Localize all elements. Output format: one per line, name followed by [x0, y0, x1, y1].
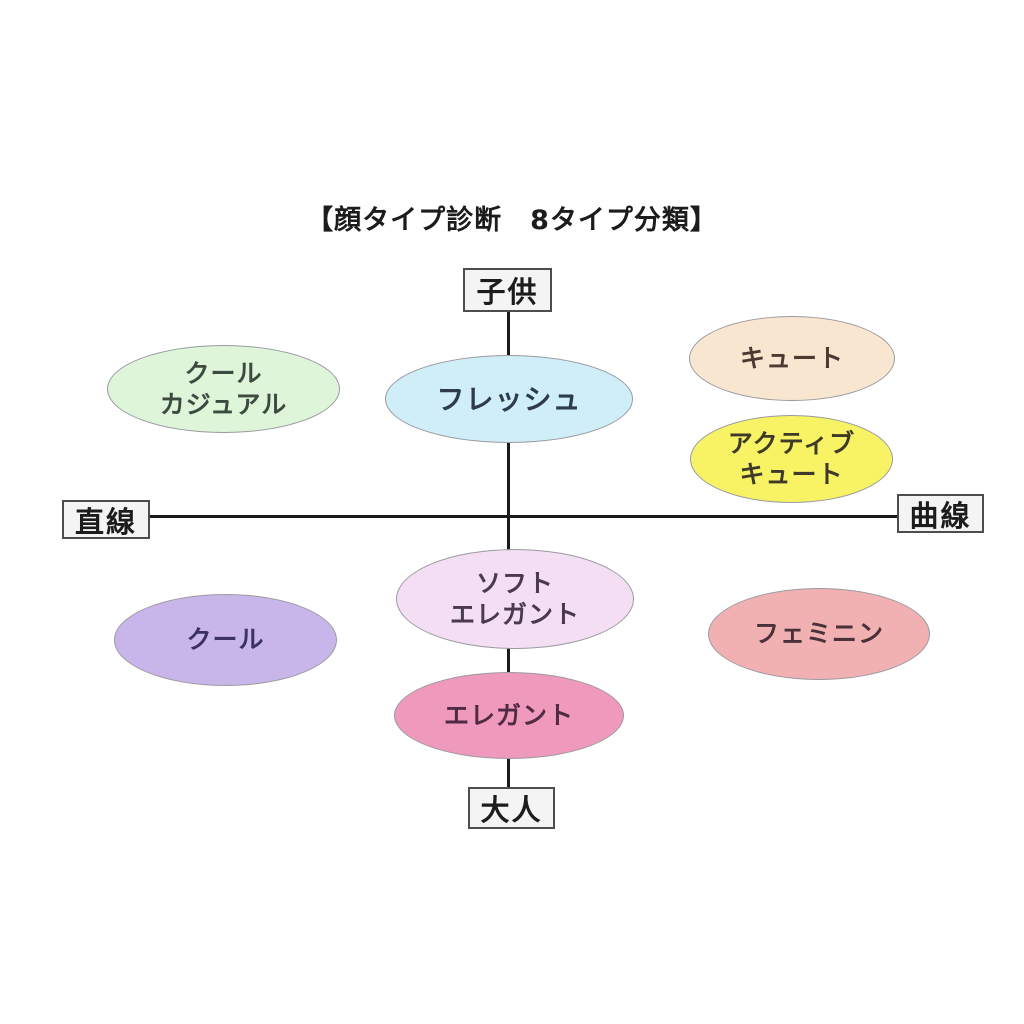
axis-label-child: 子供	[463, 268, 552, 312]
type-ellipse-elegant: エレガント	[394, 672, 624, 759]
type-ellipse-fresh: フレッシュ	[385, 355, 633, 443]
axis-label-adult: 大人	[468, 787, 555, 829]
diagram-title: 【顔タイプ診断 8タイプ分類】	[306, 205, 718, 236]
type-ellipse-feminine: フェミニン	[708, 588, 930, 680]
type-ellipse-cool: クール	[114, 594, 337, 686]
horizontal-axis-line	[150, 515, 898, 518]
type-ellipse-cute: キュート	[689, 316, 895, 401]
axis-label-curved: 曲線	[897, 494, 984, 533]
type-ellipse-active-cute: アクティブ キュート	[690, 415, 893, 503]
type-ellipse-soft-elegant: ソフト エレガント	[396, 549, 634, 649]
axis-label-straight: 直線	[62, 500, 150, 539]
type-ellipse-cool-casual: クール カジュアル	[107, 345, 340, 433]
